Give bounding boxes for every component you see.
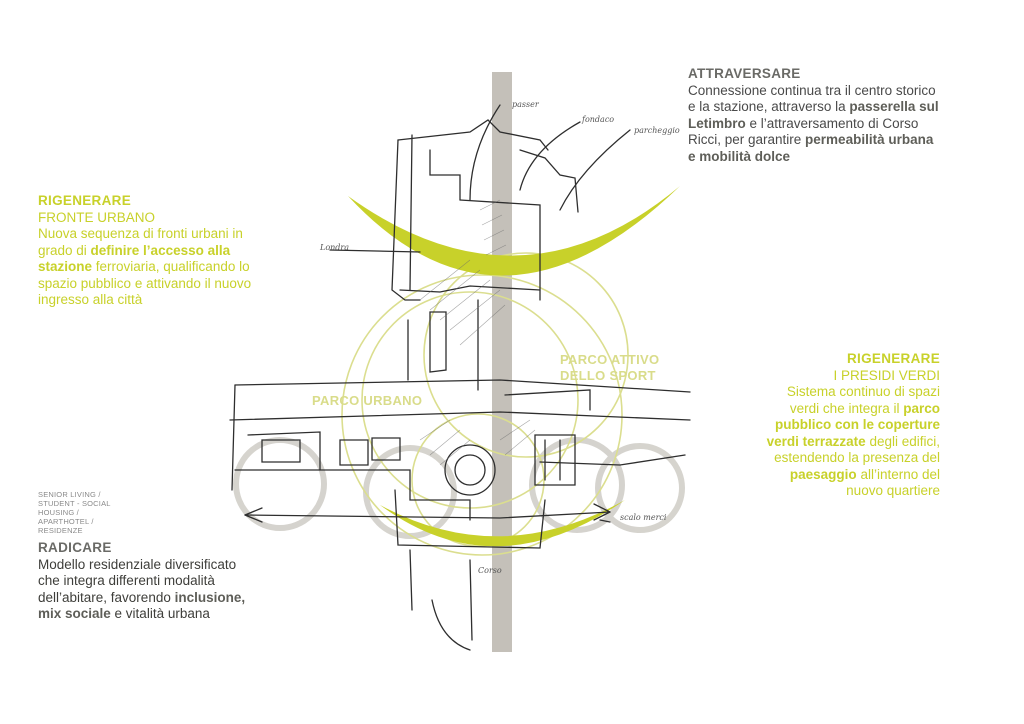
rigenerare-presidi-subheading: I PRESIDI VERDI (833, 367, 940, 383)
hatching (419, 199, 536, 466)
sketch-note: parcheggio (634, 126, 680, 135)
radicare-tag: STUDENT - SOCIAL (38, 499, 111, 508)
radicare-tag: HOUSING / (38, 508, 79, 517)
bold-phrase: mix sociale (38, 606, 111, 621)
sketch-note: Londra (320, 243, 349, 252)
bold-phrase: permeabilità urbana (805, 132, 934, 147)
rigenerare-presidi-heading: RIGENERARE (846, 351, 940, 366)
label-parco-urbano: PARCO URBANO (312, 393, 423, 408)
sketch-note: fondaco (582, 115, 615, 124)
text-line: Sistema continuo di spazi (786, 384, 940, 399)
text-line: paesaggio all’interno del (789, 466, 940, 482)
green-arc-top (348, 186, 680, 276)
bold-phrase: parco (903, 400, 940, 416)
attraversare-heading: ATTRAVERSARE (688, 66, 801, 81)
bold-phrase: passerella sul (849, 99, 939, 114)
rigenerare-fronte-subheading: FRONTE URBANO (38, 209, 156, 225)
text-line: grado di definire l’accesso alla (38, 242, 231, 258)
bold-phrase: pubblico con le coperture (774, 417, 940, 432)
text-line: Ricci, per garantire permeabilità urbana (688, 132, 934, 147)
text-line: stazione ferroviaria, qualificando lo (38, 259, 250, 274)
text-line: Modello residenziale diversificato (38, 556, 237, 572)
green-circles (341, 252, 629, 556)
bold-phrase: verdi terrazzate (766, 433, 866, 449)
radicare-tags: SENIOR LIVING / STUDENT - SOCIAL HOUSING… (38, 490, 111, 535)
green-arc-bottom (380, 500, 625, 547)
bold-phrase: stazione (38, 259, 93, 274)
text-line: verdi che integra il parco (789, 400, 940, 416)
sketch-note: Corso (478, 566, 502, 575)
text-line: dell’abitare, favorendo inclusione, (38, 589, 246, 605)
text-line: ingresso alla città (38, 292, 143, 307)
attraversare-text: Connessione continua tra il centro stori… (688, 83, 1008, 166)
sketch-note: passer (512, 100, 539, 109)
radicare-heading: RADICARE (38, 540, 112, 555)
text-line: nuovo quartiere (846, 483, 940, 498)
bold-phrase: e mobilità dolce (688, 148, 791, 164)
text-line: pubblico con le coperture (690, 417, 940, 434)
text-line: e mobilità dolce (688, 149, 1008, 166)
rigenerare-presidi-block: RIGENERARE I PRESIDI VERDI Sistema conti… (690, 351, 940, 500)
radicare-block: RADICARE Modello residenziale diversific… (38, 540, 338, 623)
grey-circles (233, 437, 685, 539)
radicare-tag: SENIOR LIVING / (38, 490, 101, 499)
bold-phrase: inclusione, (174, 589, 246, 605)
sketch-strokes (229, 104, 691, 651)
text-line: e la stazione, attraverso la passerella … (688, 99, 939, 114)
axis-band (492, 72, 512, 652)
text-line: Nuova sequenza di fronti urbani in (38, 226, 243, 241)
rigenerare-fronte-heading: RIGENERARE (38, 193, 132, 208)
text-line: Letimbro e l’attraversamento di Corso (688, 115, 919, 131)
text-line: verdi terrazzate degli edifici, (766, 433, 940, 449)
text-line: Connessione continua tra il centro stori… (688, 82, 936, 98)
label-parco-attivo-line1: PARCO ATTIVO (560, 352, 660, 367)
label-parco-attivo: PARCO ATTIVO DELLO SPORT (560, 352, 659, 384)
text-line: che integra differenti modalità (38, 573, 215, 588)
label-parco-attivo-line2: DELLO SPORT (560, 368, 656, 383)
text-line: mix sociale e vitalità urbana (38, 606, 210, 621)
bold-phrase: Letimbro (688, 115, 746, 131)
rigenerare-fronte-block: RIGENERARE FRONTE URBANO Nuova sequenza … (38, 193, 338, 309)
bold-phrase: paesaggio (789, 466, 857, 482)
sketch-note: scalo merci (620, 513, 667, 522)
text-line: spazio pubblico e attivando il nuovo (38, 275, 252, 291)
attraversare-block: ATTRAVERSARE Connessione continua tra il… (688, 66, 1008, 165)
bold-phrase: definire l’accesso alla (90, 242, 231, 258)
text-line: estendendo la presenza del (774, 450, 940, 465)
radicare-tag: APARTHOTEL / (38, 517, 94, 526)
radicare-tag: RESIDENZE (38, 526, 83, 535)
